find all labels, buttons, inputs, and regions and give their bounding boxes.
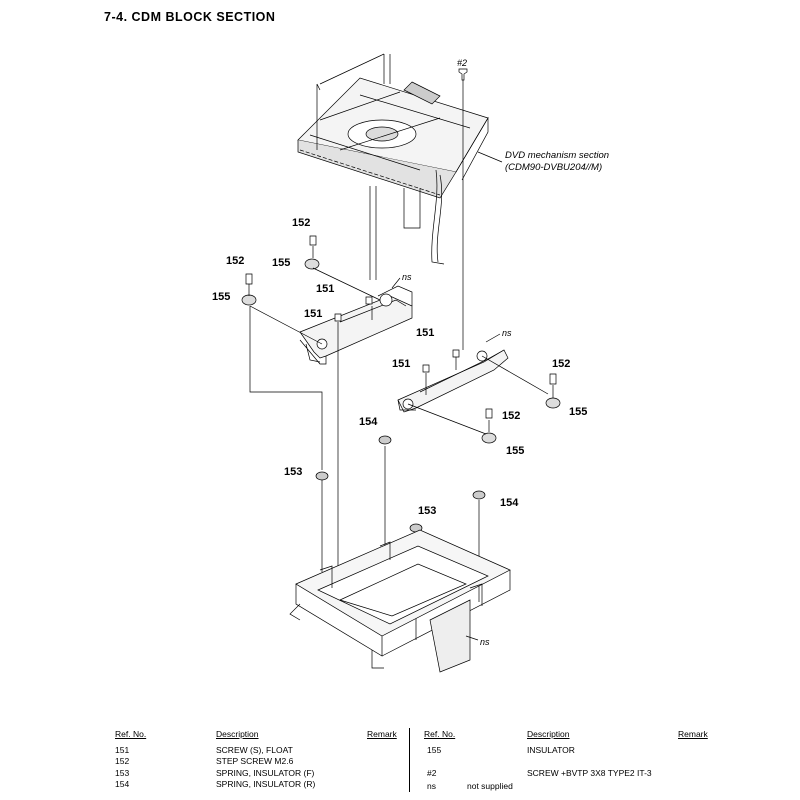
table-row-ref: 154 — [115, 779, 130, 789]
callout-155: 155 — [272, 257, 290, 269]
table-row-desc: SCREW +BVTP 3X8 TYPE2 IT-3 — [527, 768, 652, 778]
table-row-ref: #2 — [427, 768, 437, 778]
callout-155: 155 — [569, 406, 587, 418]
callout-152: 152 — [226, 255, 244, 267]
callout-152: 152 — [502, 410, 520, 422]
table-row-ref: ns — [427, 781, 436, 791]
col-header-ref-no: Ref. No. — [424, 729, 456, 739]
table-divider — [409, 728, 410, 792]
callout-151: 151 — [304, 308, 322, 320]
callout-152: 152 — [292, 217, 310, 229]
callout-screw-2: #2 — [457, 58, 467, 68]
table-row-ref: 155 — [427, 745, 442, 755]
callout-152: 152 — [552, 358, 570, 370]
callout-151: 151 — [416, 327, 434, 339]
table-row-desc: SPRING, INSULATOR (R) — [216, 779, 316, 789]
callout-155: 155 — [506, 445, 524, 457]
callout-153: 153 — [284, 466, 302, 478]
table-row-ref: 152 — [115, 756, 130, 766]
col-header-description: Description — [527, 729, 570, 739]
callout-ns: ns — [502, 328, 512, 338]
table-row-desc: SPRING, INSULATOR (F) — [216, 768, 315, 778]
table-row-ref: 151 — [115, 745, 130, 755]
col-header-remark: Remark — [678, 729, 708, 739]
dvd-mechanism-label: DVD mechanism section — [505, 150, 609, 161]
page-title: 7-4. CDM BLOCK SECTION — [104, 10, 276, 24]
col-header-remark: Remark — [367, 729, 397, 739]
dvd-mechanism-illustration — [297, 77, 489, 280]
table-row-desc: STEP SCREW M2.6 — [216, 756, 294, 766]
callout-151: 151 — [316, 283, 334, 295]
table-row-ref: 153 — [115, 768, 130, 778]
chassis-frame-illustration — [289, 529, 511, 673]
dvd-mechanism-model-label: (CDM90-DVBU204//M) — [505, 162, 602, 173]
callout-154: 154 — [359, 416, 378, 428]
table-row-desc: SCREW (S), FLOAT — [216, 745, 293, 755]
callout-ns: ns — [402, 272, 412, 282]
callout-151: 151 — [392, 358, 410, 370]
callout-155: 155 — [212, 291, 230, 303]
col-header-ref-no: Ref. No. — [115, 729, 147, 739]
callout-154: 154 — [500, 497, 519, 509]
callout-153: 153 — [418, 505, 436, 517]
table-row-desc: INSULATOR — [527, 745, 575, 755]
col-header-description: Description — [216, 729, 259, 739]
callout-ns: ns — [480, 637, 490, 647]
table-row-note: not supplied — [467, 781, 513, 791]
